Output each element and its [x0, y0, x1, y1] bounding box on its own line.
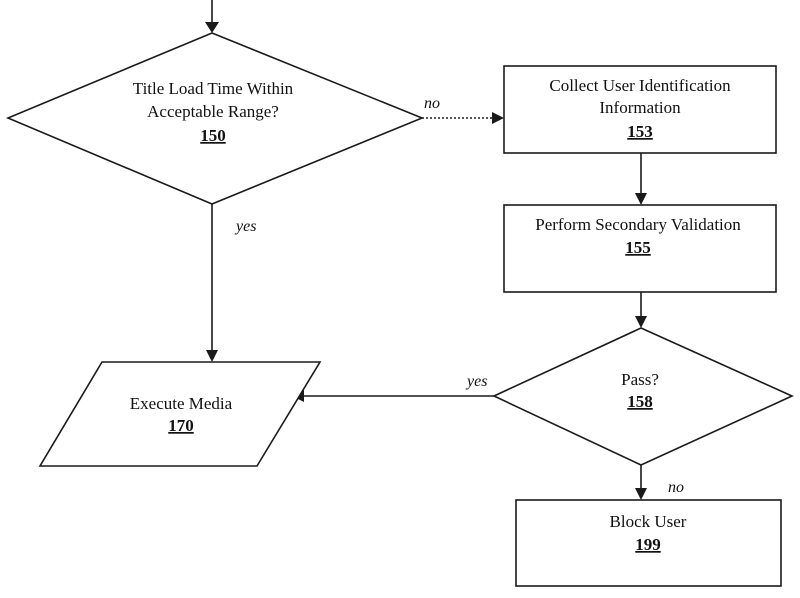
node-153-line1: Collect User Identification	[549, 76, 731, 95]
node-199-ref: 199	[635, 535, 661, 554]
edge-158-to-170: yes	[292, 373, 494, 402]
node-150-line1: Title Load Time Within	[133, 79, 294, 98]
node-158-ref: 158	[627, 392, 653, 411]
node-150-ref: 150	[200, 126, 226, 145]
edge-label-no-150: no	[424, 95, 440, 112]
node-199-line1: Block User	[610, 512, 687, 531]
edge-155-to-158	[635, 292, 647, 328]
node-153-ref: 153	[627, 122, 653, 141]
process-node-155: Perform Secondary Validation 155	[504, 205, 776, 292]
decision-node-158: Pass? 158	[494, 328, 792, 465]
edge-label-no-158: no	[668, 479, 684, 496]
edge-153-to-155	[635, 153, 647, 205]
node-155-ref: 155	[625, 238, 651, 257]
edge-158-to-199: no	[635, 465, 684, 500]
edge-150-to-170: yes	[206, 204, 256, 362]
node-170-ref: 170	[168, 416, 194, 435]
decision-node-150: Title Load Time Within Acceptable Range?…	[8, 33, 422, 204]
process-node-199: Block User 199	[516, 500, 781, 586]
io-node-170: Execute Media 170	[40, 362, 320, 466]
node-150-line2: Acceptable Range?	[147, 102, 279, 121]
edge-label-yes-150: yes	[234, 218, 256, 235]
node-170-line1: Execute Media	[130, 394, 233, 413]
edge-label-yes-158: yes	[465, 373, 487, 390]
node-153-line2: Information	[599, 98, 681, 117]
edge-150-to-153: no	[422, 95, 504, 124]
process-node-153: Collect User Identification Information …	[504, 66, 776, 153]
node-158-line1: Pass?	[621, 370, 659, 389]
node-155-line1: Perform Secondary Validation	[535, 215, 741, 234]
incoming-connector	[205, 0, 219, 33]
